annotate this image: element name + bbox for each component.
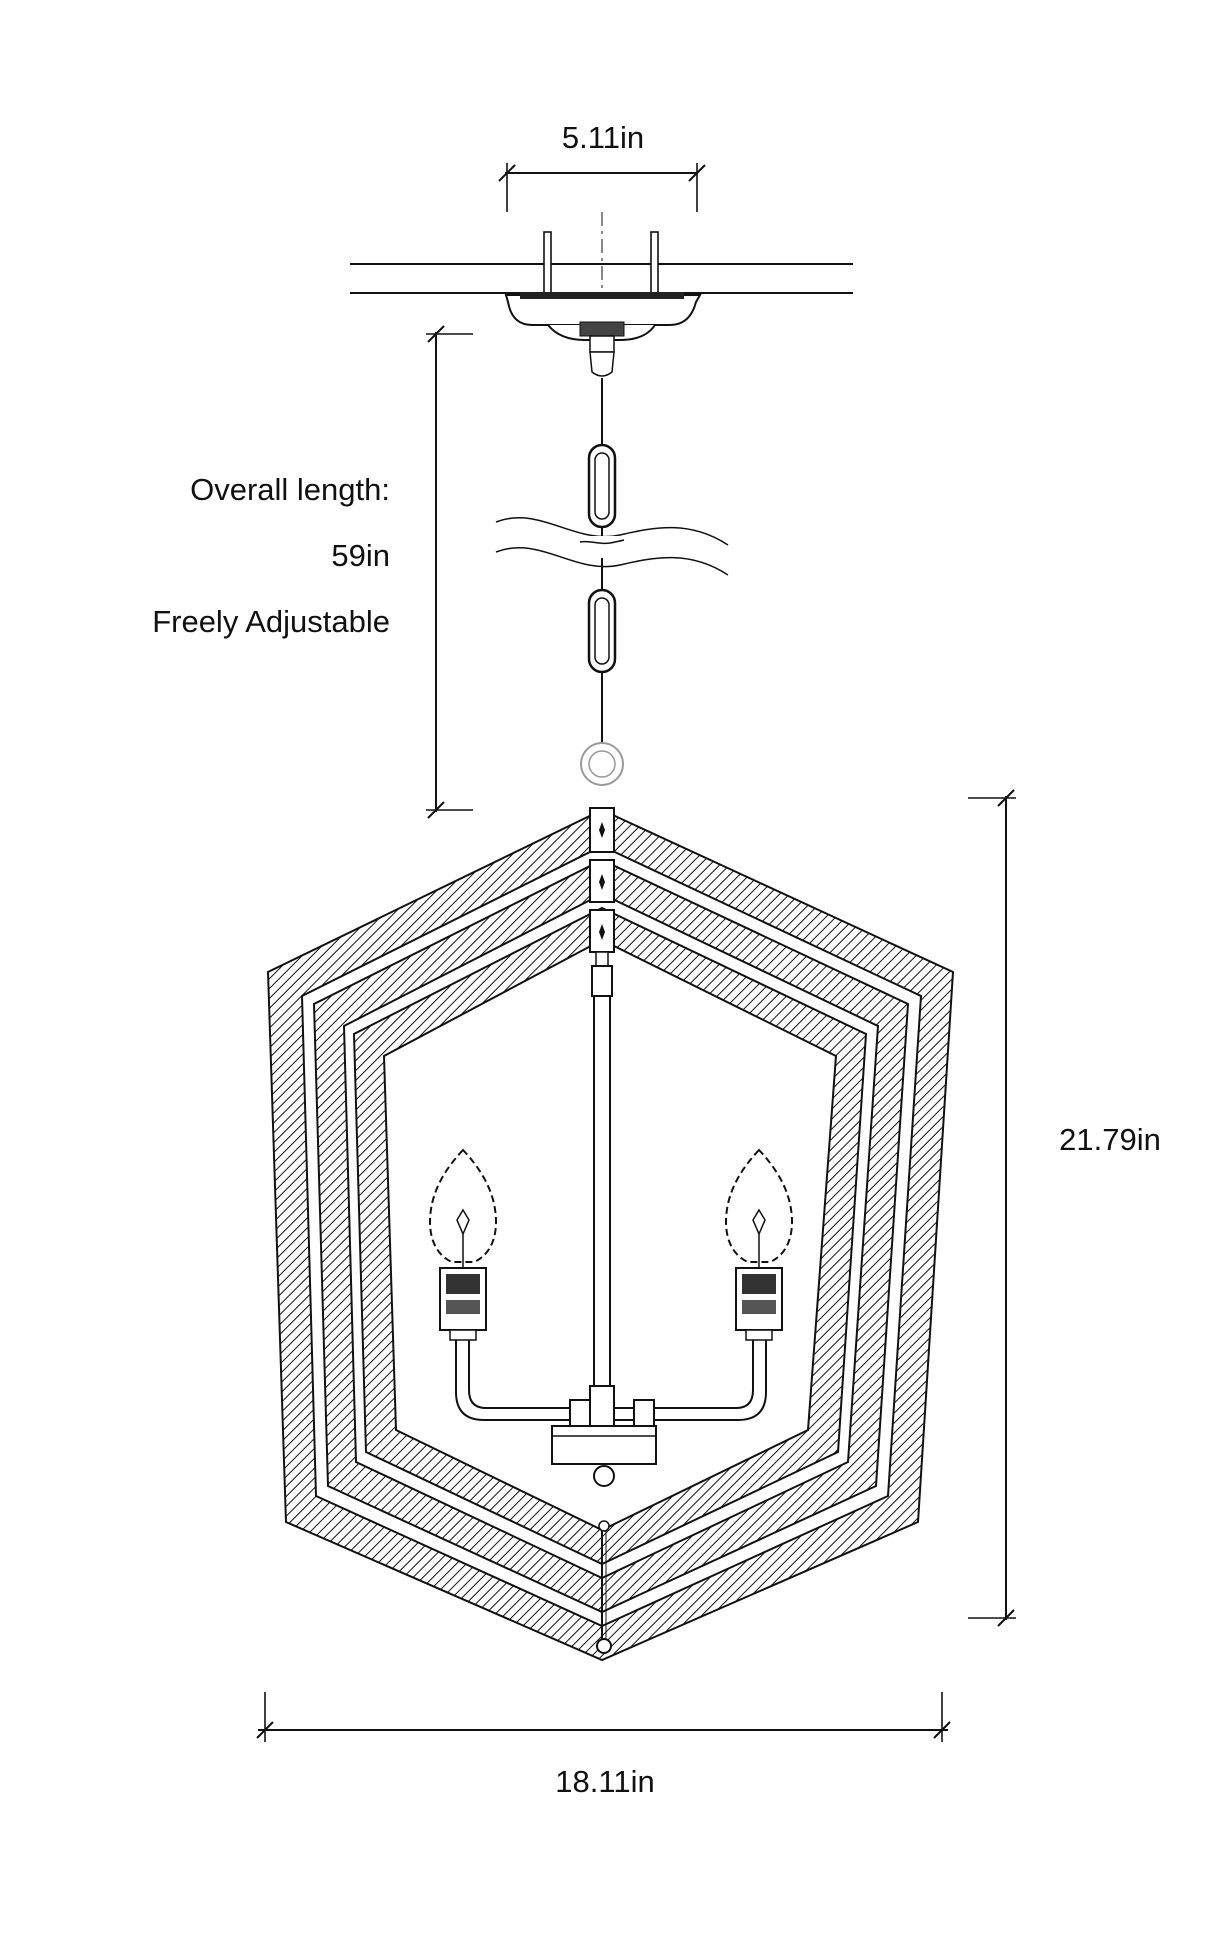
canopy-width-label: 5.11in (562, 120, 644, 155)
chain-break-symbol (495, 517, 729, 576)
chain (580, 378, 624, 786)
adjustable-note: Freely Adjustable (152, 604, 390, 639)
height-label: 21.79in (1059, 1122, 1161, 1157)
canopy (504, 231, 702, 377)
overall-length-value: 59in (331, 538, 390, 573)
canopy-width-dimension: 5.11in (498, 120, 706, 212)
right-candle (724, 1148, 794, 1341)
height-dimension: 21.79in (968, 789, 1161, 1627)
center-rod (589, 807, 615, 1654)
width-dimension: 18.11in (256, 1692, 951, 1799)
overall-length-label: Overall length: (190, 472, 390, 507)
width-label: 18.11in (555, 1764, 654, 1799)
candle-arms (455, 1338, 767, 1487)
left-candle (428, 1148, 498, 1341)
chain-length-dimension (426, 325, 473, 819)
